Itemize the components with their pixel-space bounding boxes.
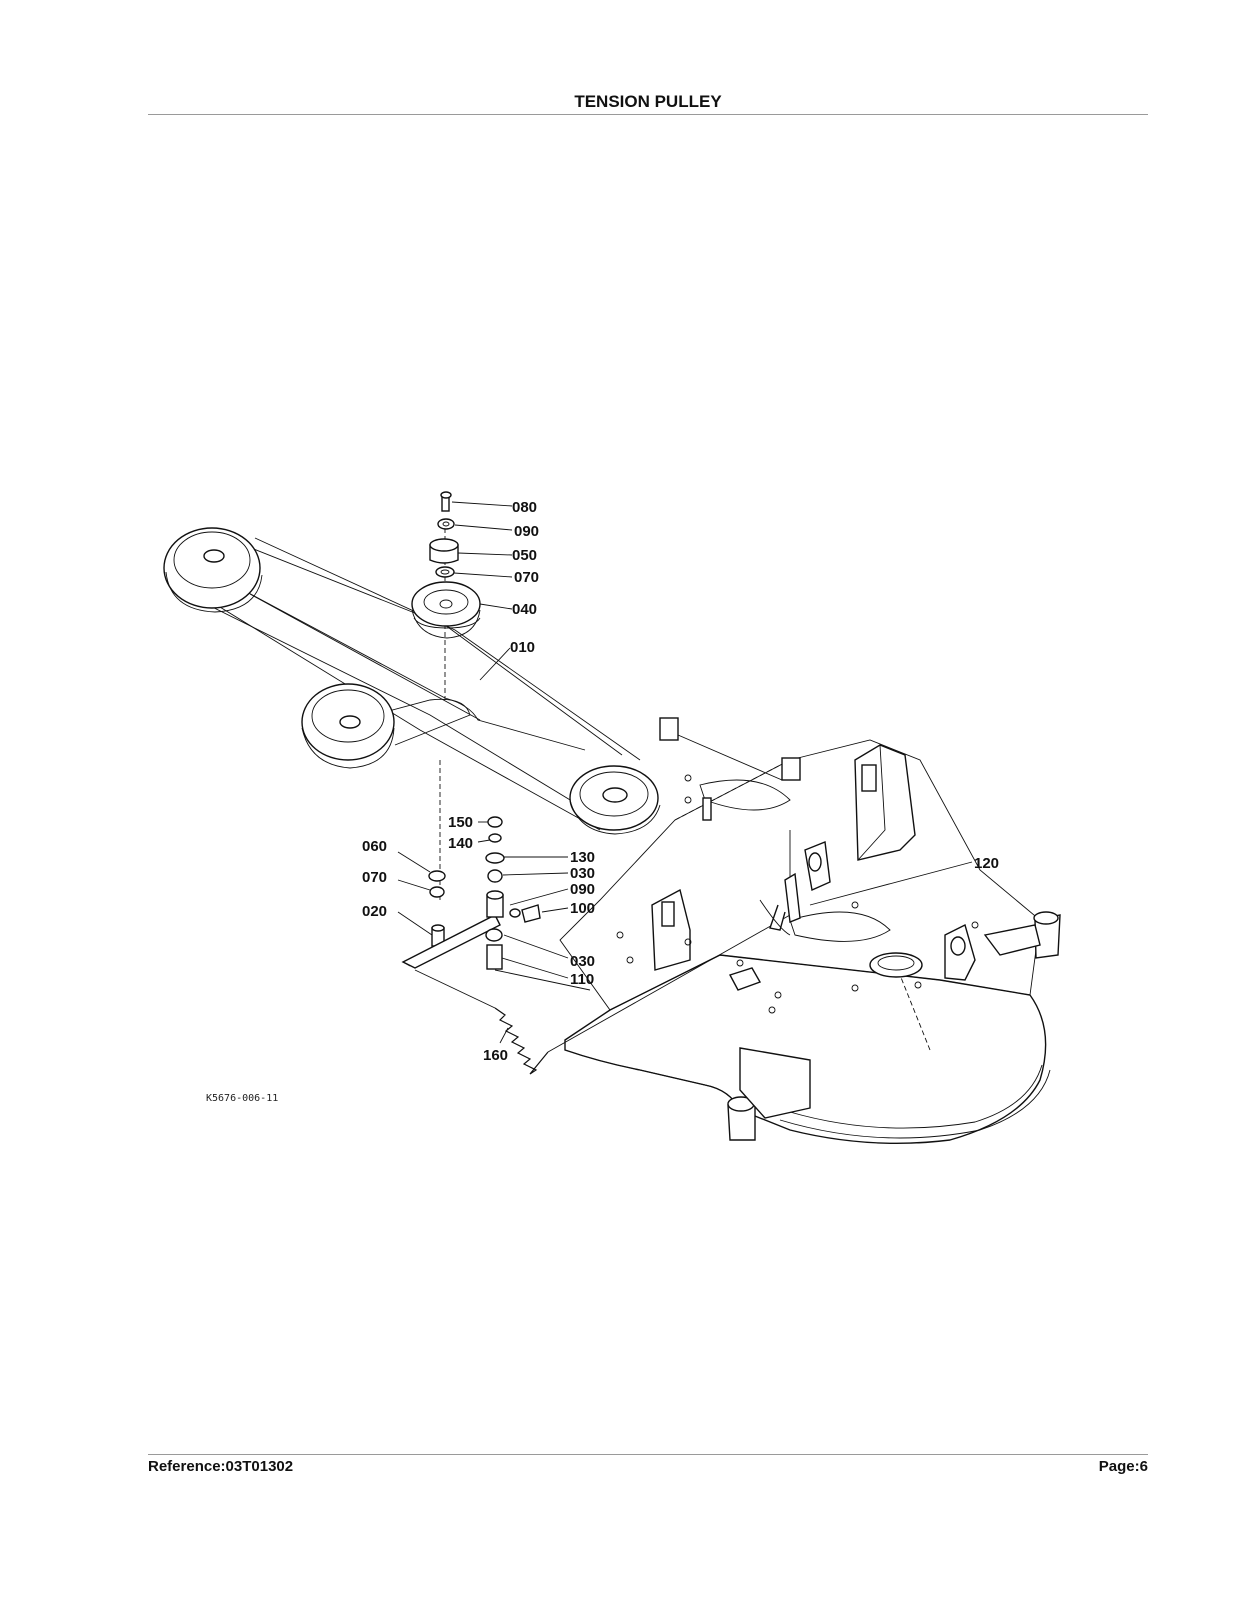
callout-160: 160 [483, 1047, 508, 1064]
tension-pulley-stack [411, 491, 481, 947]
callout-070-b: 070 [362, 869, 387, 886]
bracket-right [944, 923, 976, 981]
callout-090-b: 090 [570, 881, 595, 898]
pulley-rear-left [163, 527, 263, 613]
callout-130: 130 [570, 849, 595, 866]
bracket-center [804, 841, 831, 892]
spring-160 [414, 830, 791, 1075]
footer-divider [148, 1454, 1148, 1455]
lever-120 [759, 872, 801, 936]
callout-090-a: 090 [514, 523, 539, 540]
callout-050: 050 [512, 547, 537, 564]
tension-arm-020 [401, 914, 501, 969]
callout-120: 120 [974, 855, 999, 872]
front-boss-right [983, 911, 1061, 959]
callout-150: 150 [448, 814, 473, 831]
pulley-front-right [569, 765, 661, 835]
footer-page-number: Page:6 [1098, 1458, 1148, 1475]
front-boss-left [727, 1047, 811, 1141]
footer-reference: Reference:03T01302 [148, 1458, 294, 1475]
callout-070-a: 070 [514, 569, 539, 586]
arm-pivot-stack [485, 816, 591, 991]
callout-030-a: 030 [570, 865, 595, 882]
callout-020: 020 [362, 903, 387, 920]
callout-060: 060 [362, 838, 387, 855]
callout-080: 080 [512, 499, 537, 516]
page-title: TENSION PULLEY [574, 92, 722, 111]
header-divider [148, 114, 1148, 115]
callout-030-b: 030 [570, 953, 595, 970]
callout-140: 140 [448, 835, 473, 852]
mower-deck [559, 717, 1061, 1145]
leader-lines [397, 501, 973, 1044]
callout-110: 110 [570, 971, 594, 988]
callout-040: 040 [512, 601, 537, 618]
bracket-left [651, 888, 691, 971]
callout-010: 010 [510, 639, 535, 656]
drawing-code: K5676-006-11 [206, 1093, 278, 1104]
pulley-middle [301, 683, 395, 769]
callout-100: 100 [570, 900, 595, 917]
